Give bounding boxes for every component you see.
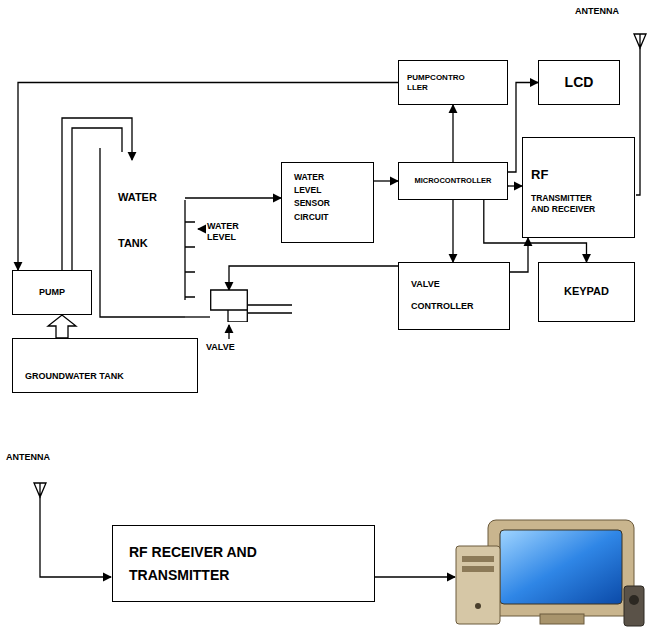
box-label: GROUNDWATER TANK — [25, 371, 124, 382]
tank-wall — [100, 148, 185, 317]
box-label: RF RECEIVER AND TRANSMITTER — [129, 541, 294, 586]
callout-label: WATER LEVEL — [207, 221, 251, 243]
speaker — [624, 586, 644, 626]
connector — [374, 180, 398, 181]
radio-box: RF RECEIVER AND TRANSMITTER — [112, 525, 375, 602]
valve-body — [211, 290, 248, 322]
box-label: VALVE CONTROLLER — [411, 274, 483, 317]
drive-bay — [462, 556, 494, 562]
box-label: KEYPAD — [564, 285, 609, 299]
data-link — [375, 576, 455, 577]
pc-tower — [456, 546, 500, 624]
leader-line — [228, 325, 229, 339]
controller-box: VALVE CONTROLLER — [398, 262, 510, 330]
antenna-wire — [636, 48, 640, 195]
controller-box: PUMPCONTRO LLER — [398, 60, 508, 105]
flow-arrow — [48, 315, 76, 338]
callout-label: ANTENNA — [6, 452, 50, 463]
monitor-frame — [488, 520, 634, 616]
level-probes — [185, 200, 195, 300]
leader-line — [198, 228, 205, 229]
box-label: VALVE — [206, 342, 235, 353]
drive-bay — [462, 566, 494, 572]
connector — [452, 105, 453, 162]
outlet-pipe — [248, 305, 292, 313]
antenna-symbol — [34, 483, 46, 497]
reservoir-box: GROUNDWATER TANK — [12, 338, 198, 393]
connector — [185, 316, 210, 317]
monitor-stand — [540, 614, 584, 624]
controller-box: MICROCONTROLLER — [398, 162, 508, 200]
speaker-cone — [629, 595, 639, 605]
callout-label: ANTENNA — [575, 6, 619, 17]
box-label: PUMPCONTRO LLER — [407, 73, 471, 93]
connector — [18, 83, 398, 271]
connector — [510, 238, 528, 272]
tank-area: WATER TANK — [100, 160, 185, 317]
valve-symbol — [210, 284, 248, 322]
connector — [508, 185, 522, 186]
connector — [185, 197, 281, 198]
box-label: PUMP — [39, 287, 65, 298]
antenna-wire — [40, 497, 111, 577]
valve: VALVE — [210, 284, 248, 322]
connector — [452, 200, 453, 262]
box-label: MICROCONTROLLER — [414, 176, 491, 185]
display-box: LCD — [538, 60, 620, 105]
keypad-box: KEYPAD — [538, 262, 635, 322]
box-label: TRANSMITTER AND RECEIVER — [531, 193, 611, 214]
box-label: WATER TANK — [118, 174, 170, 266]
power-button — [475, 603, 481, 609]
radio-box: RF TRANSMITTER AND RECEIVER — [522, 137, 635, 238]
sensor-box: WATER LEVEL SENSOR CIRCUIT — [281, 162, 374, 243]
box-label: LCD — [565, 74, 594, 92]
monitor-screen — [500, 530, 622, 604]
box-label: WATER LEVEL SENSOR CIRCUIT — [294, 171, 346, 224]
box-label: RF — [531, 167, 548, 183]
pipe-wall — [72, 128, 122, 270]
connector — [229, 266, 398, 290]
computer-icon — [456, 520, 644, 626]
antenna-symbol — [634, 34, 646, 48]
pump-box: PUMP — [12, 270, 92, 315]
